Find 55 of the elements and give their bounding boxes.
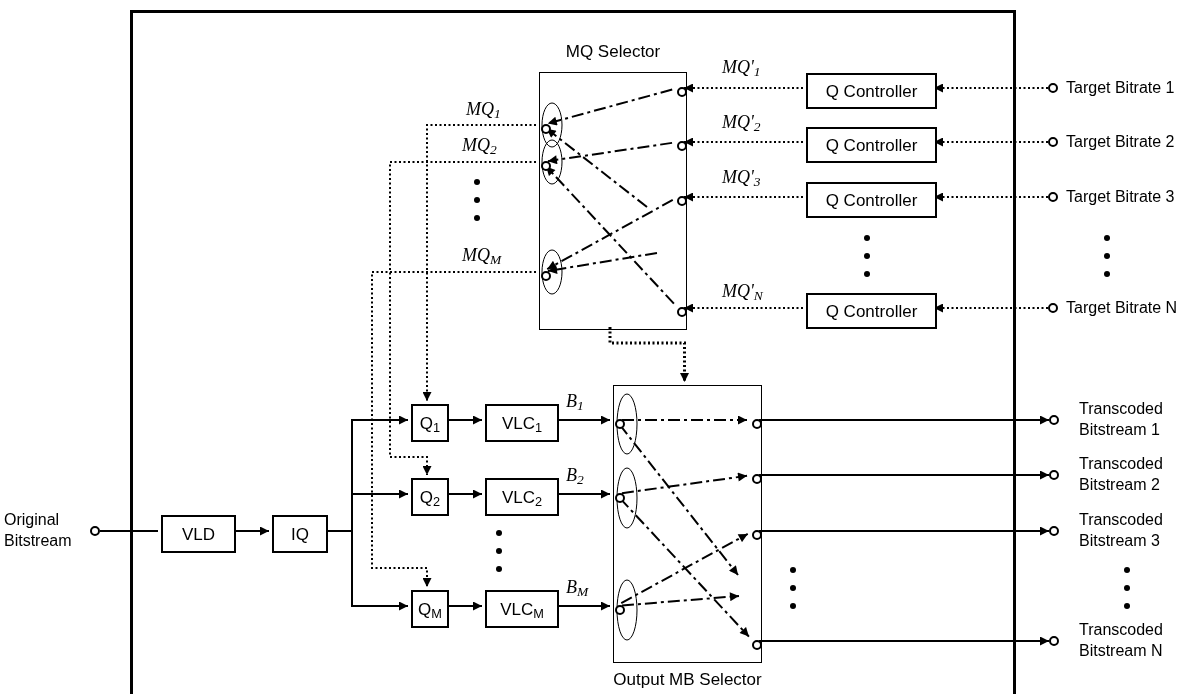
process-box: VLC$_{2}$	[485, 478, 559, 516]
terminal-label: Target Bitrate 2	[1066, 131, 1175, 152]
arrow	[546, 252, 658, 274]
edge-label: MQ$_{M}$	[462, 246, 502, 264]
edge-label: MQ'$_{1}$	[722, 58, 761, 76]
arrow	[683, 303, 804, 313]
process-box: Q Controller	[806, 182, 937, 218]
edge-label: MQ'$_{3}$	[722, 168, 761, 186]
arrow	[758, 415, 1050, 425]
arrow	[621, 592, 740, 607]
terminal-label: Transcoded Bitstream N	[1079, 620, 1164, 661]
process-box: Q Controller	[806, 127, 937, 163]
edge-label: MQ'$_{N}$	[722, 282, 763, 300]
edge-label: B$_{2}$	[566, 466, 584, 484]
arrow	[620, 472, 749, 495]
arrow	[683, 83, 804, 93]
terminal-label: Original Bitstream	[4, 510, 73, 551]
arrow	[683, 192, 804, 202]
process-box: VLC$_{1}$	[485, 404, 559, 442]
arrow	[758, 526, 1050, 536]
process-box: Q$_{2}$	[411, 478, 449, 516]
terminal-label: Target Bitrate 3	[1066, 186, 1175, 207]
terminal-label: Transcoded Bitstream 3	[1079, 510, 1164, 551]
edge-label: MQ'$_{2}$	[722, 113, 761, 131]
terminal-label: Transcoded Bitstream 1	[1079, 399, 1164, 440]
edge-label: MQ$_{2}$	[462, 136, 497, 154]
arrow	[546, 88, 674, 126]
arrow	[608, 327, 689, 382]
arrow	[546, 198, 674, 271]
terminal-label: Transcoded Bitstream 2	[1079, 454, 1164, 495]
arrow	[545, 165, 675, 305]
arrow	[621, 415, 748, 425]
arrow	[546, 141, 674, 165]
process-box: Q Controller	[806, 73, 937, 109]
edge-label: B$_{M}$	[566, 578, 589, 596]
terminal-label: Target Bitrate 1	[1066, 77, 1175, 98]
process-box: VLC$_{M}$	[485, 590, 559, 628]
process-box: IQ	[272, 515, 328, 553]
arrow	[389, 161, 537, 476]
selector-title: Output MB Selector	[613, 671, 762, 688]
edge-label: B$_{1}$	[566, 392, 584, 410]
process-box: Q$_{M}$	[411, 590, 449, 628]
arrow	[620, 532, 749, 605]
process-box: Q Controller	[806, 293, 937, 329]
selector-title: MQ Selector	[565, 43, 661, 60]
arrow	[683, 137, 804, 147]
arrow	[422, 124, 537, 402]
process-box: VLD	[161, 515, 236, 553]
edge-label: MQ$_{1}$	[466, 100, 501, 118]
process-box: Q$_{1}$	[411, 404, 449, 442]
arrow	[371, 271, 537, 588]
arrow	[758, 636, 1050, 646]
terminal-label: Target Bitrate N	[1066, 297, 1178, 318]
arrow	[758, 470, 1050, 480]
system-frame	[130, 10, 1016, 694]
